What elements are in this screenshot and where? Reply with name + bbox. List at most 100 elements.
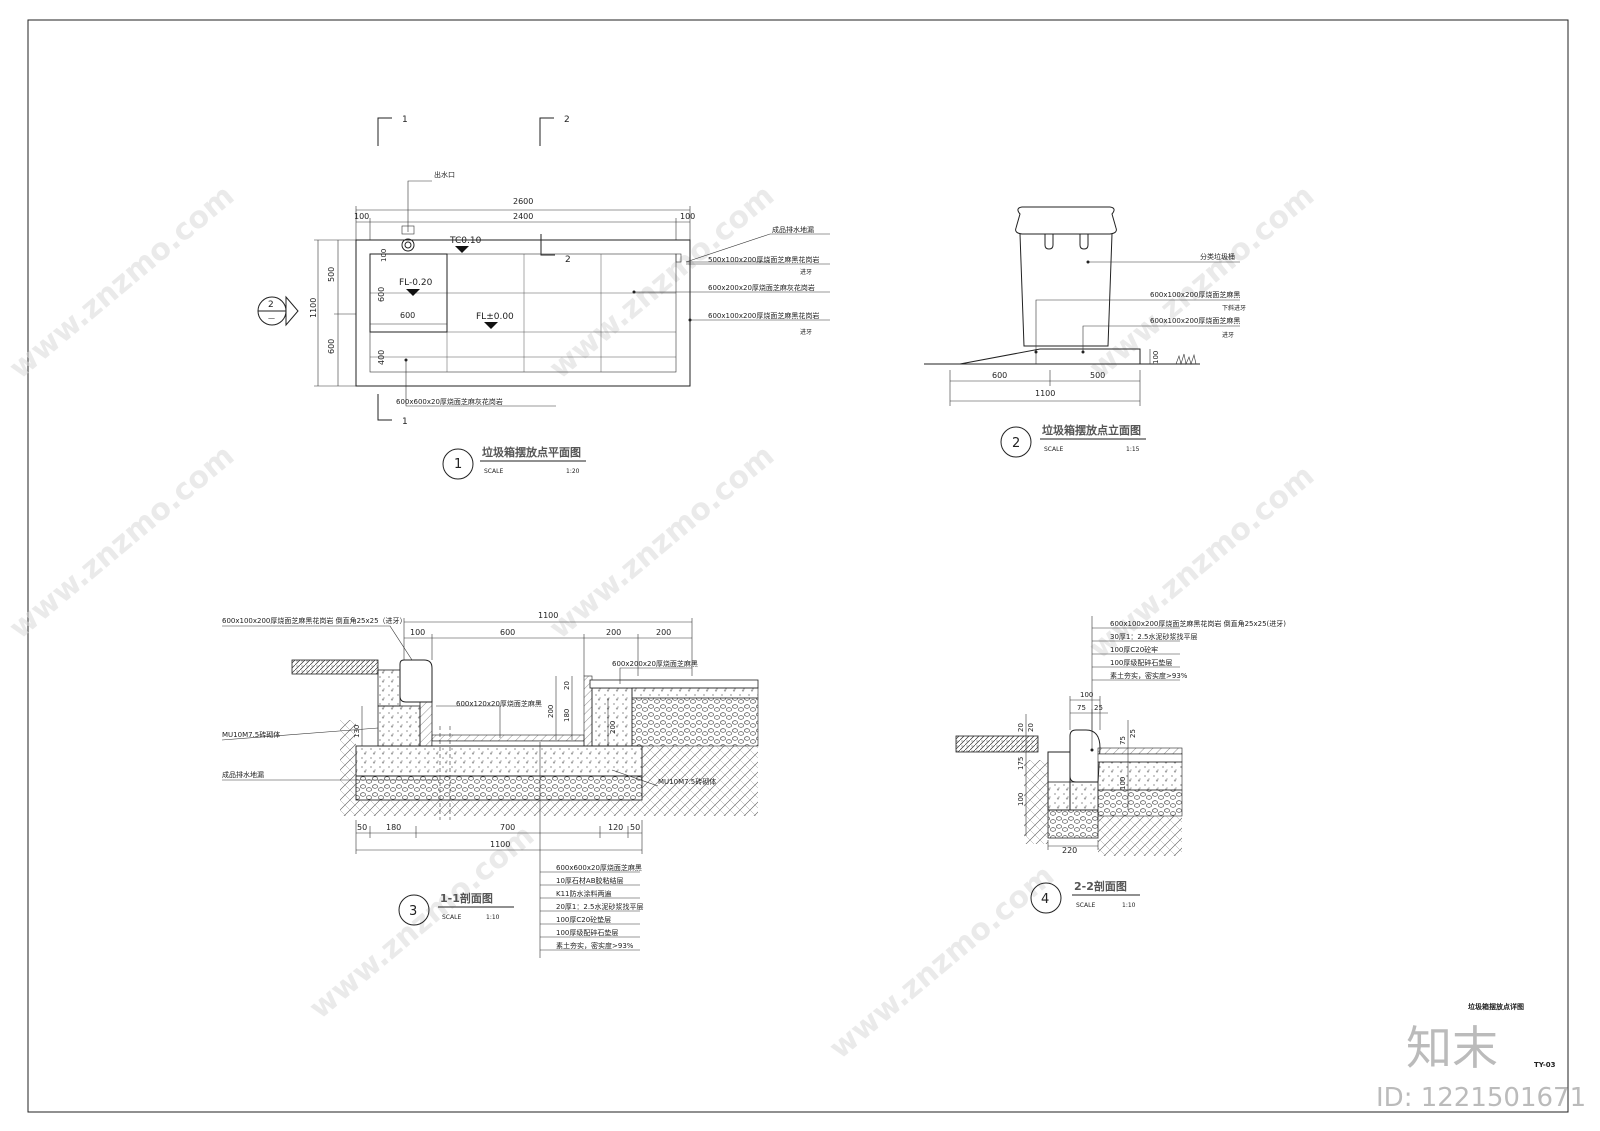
ref-sub: — <box>268 314 275 322</box>
layer-list: 600x600x20厚烧面芝麻黑 10厚石材AB胶粘结层 K11防水涂料两遍 2… <box>540 863 644 951</box>
scale-value: 1:10 <box>1122 902 1136 909</box>
dim-500: 500 <box>1090 371 1105 380</box>
dim-20-a: 20 <box>1017 723 1025 732</box>
dim-600-v: 600 <box>377 287 386 302</box>
dim-600: 600 <box>992 371 1007 380</box>
level-tc: TC0.10 <box>449 236 482 246</box>
drawing-number: 4 <box>1041 892 1049 907</box>
sheet-border <box>27 19 1569 1113</box>
scale-label: SCALE <box>442 914 461 921</box>
outlet-label: 出水口 <box>434 170 455 179</box>
scale-label: SCALE <box>1076 902 1095 909</box>
dim-200-v2: 200 <box>609 721 617 734</box>
watermark-text: www.znzmo.com <box>543 178 781 386</box>
dim-100-h: 100 <box>1152 351 1160 364</box>
layer-item: 600x600x20厚烧面芝麻黑 <box>556 863 642 872</box>
watermark-text: www.znzmo.com <box>3 178 241 386</box>
layer-item: 素土夯实，密实度>93% <box>1110 671 1188 680</box>
dim-200-a: 200 <box>606 628 621 637</box>
layer-item: 100厚C20砼牢 <box>1110 645 1158 654</box>
layer-item: 100厚C20砼垫层 <box>556 915 611 924</box>
dim-1100: 1100 <box>309 298 318 318</box>
callout-step-jinya: 进牙 <box>1222 331 1234 339</box>
dim-25-v: 25 <box>1129 729 1137 738</box>
callout-granite-step: 600x100x200厚烧面芝麻黑 <box>1150 316 1240 325</box>
sheet-title: 垃圾箱摆放点详图 <box>1468 1002 1524 1011</box>
callout-drain: 成品排水地漏 <box>222 770 264 779</box>
brand-logo: 知末 <box>1406 1021 1498 1075</box>
watermark-text: www.znzmo.com <box>3 438 241 646</box>
callout-drain: 成品排水地漏 <box>772 225 814 234</box>
watermark-text: www.znzmo.com <box>1083 178 1321 386</box>
layer-item: 10厚石材AB胶粘结层 <box>556 876 624 885</box>
section-1-drawing: 600x100x200厚烧面芝麻黑花岗岩 倒直角25x25（进牙） 1100 1… <box>221 611 759 958</box>
plan-drawing: 1 2 1 2 出水口 2600 100 2400 100 1100 500 6… <box>257 115 830 480</box>
watermark-text: www.znzmo.com <box>303 818 541 1026</box>
dim-600: 600 <box>327 339 336 354</box>
dim-100: 100 <box>410 628 425 637</box>
layer-item: 20厚1：2.5水泥砂浆找平层 <box>556 902 644 911</box>
cut-label: 1 <box>402 115 408 125</box>
dim-130: 130 <box>353 725 361 738</box>
dim-400-v: 400 <box>377 350 386 365</box>
callout-top-granite: 600x100x200厚烧面芝麻黑花岗岩 倒直角25x25（进牙） <box>222 616 407 625</box>
image-id: ID: 1221501671 <box>1376 1083 1586 1113</box>
watermark-text: www.znzmo.com <box>823 858 1061 1066</box>
layer-item: 100厚级配碎石垫层 <box>556 928 618 937</box>
dim-180-v: 180 <box>563 709 571 722</box>
callout-bin: 分类垃圾桶 <box>1200 252 1235 261</box>
dim-220: 220 <box>1062 846 1077 855</box>
title-block: 垃圾箱摆放点详图 TY-03 <box>1468 1002 1556 1069</box>
dim-600: 600 <box>500 628 515 637</box>
dim-600-h: 600 <box>400 311 415 320</box>
dim-100: 100 <box>1080 691 1093 699</box>
dim-100-left: 100 <box>354 212 369 221</box>
dim-100-v: 100 <box>380 249 388 262</box>
callout-granite-500: 500x100x200厚烧面芝麻黑花岗岩 <box>708 255 819 264</box>
callout-floor-paving: 600x120x20厚烧面芝麻黑 <box>456 699 542 708</box>
sheet-number: TY-03 <box>1534 1061 1556 1069</box>
layer-item: K11防水涂料两遍 <box>556 889 612 898</box>
callout-brick-left: MU10M7.5砖砌体 <box>222 730 280 739</box>
layer-list: 600x100x200厚烧面芝麻黑花岗岩 倒直角25x25(进牙) 30厚1：2… <box>1092 619 1286 681</box>
scale-value: 1:10 <box>486 914 500 921</box>
drawing-title: 垃圾箱摆放点平面图 <box>482 445 581 459</box>
cut-label: 2 <box>564 115 570 125</box>
dim-200-v: 200 <box>547 705 555 718</box>
dim-120: 120 <box>608 823 623 832</box>
drawing-title: 1-1剖面图 <box>440 891 493 905</box>
dim-100-right: 100 <box>680 212 695 221</box>
elevation-drawing: 600 500 1100 100 分类垃圾桶 600x100x200厚烧面芝麻黑… <box>924 206 1246 458</box>
dim-1100-bottom: 1100 <box>490 840 510 849</box>
drawing-number: 2 <box>1012 436 1020 451</box>
drawing-title: 垃圾箱摆放点立面图 <box>1042 423 1141 437</box>
dim-500: 500 <box>327 267 336 282</box>
dim-1100-top: 1100 <box>538 611 558 620</box>
dim-180: 180 <box>386 823 401 832</box>
dim-700: 700 <box>500 823 515 832</box>
callout-granite-600x100: 600x100x200厚烧面芝麻黑花岗岩 <box>708 311 819 320</box>
level-fl-minus: FL-0.20 <box>399 278 433 288</box>
dim-20-b: 20 <box>1027 723 1035 732</box>
dim-175: 175 <box>1017 757 1025 770</box>
scale-value: 1:15 <box>1126 446 1140 453</box>
dim-100-left: 100 <box>1017 793 1025 806</box>
drawing-title: 2-2剖面图 <box>1074 879 1127 893</box>
callout-jinya-2: 进牙 <box>800 328 812 336</box>
callout-granite-slope: 600x100x200厚烧面芝麻黑 <box>1150 290 1240 299</box>
dim-20-v: 20 <box>563 681 571 690</box>
scale-value: 1:20 <box>566 468 580 475</box>
cut-label: 1 <box>402 417 408 427</box>
section-2-drawing: 600x100x200厚烧面芝麻黑花岗岩 倒直角25x25(进牙) 30厚1：2… <box>955 616 1286 914</box>
layer-item: 600x100x200厚烧面芝麻黑花岗岩 倒直角25x25(进牙) <box>1110 619 1286 628</box>
callout-top-paving: 600x200x20厚烧面芝麻黑 <box>612 659 698 668</box>
dim-50-b: 50 <box>630 823 640 832</box>
dim-25: 25 <box>1094 704 1103 712</box>
dim-1100: 1100 <box>1035 389 1055 398</box>
callout-granite-600x200: 600x200x20厚烧面芝麻灰花岗岩 <box>708 283 815 292</box>
cut-label: 2 <box>565 255 571 265</box>
dim-75: 75 <box>1077 704 1086 712</box>
callout-brick-right: MU10M7.5砖砌体 <box>658 777 716 786</box>
ref-number: 2 <box>268 300 274 310</box>
